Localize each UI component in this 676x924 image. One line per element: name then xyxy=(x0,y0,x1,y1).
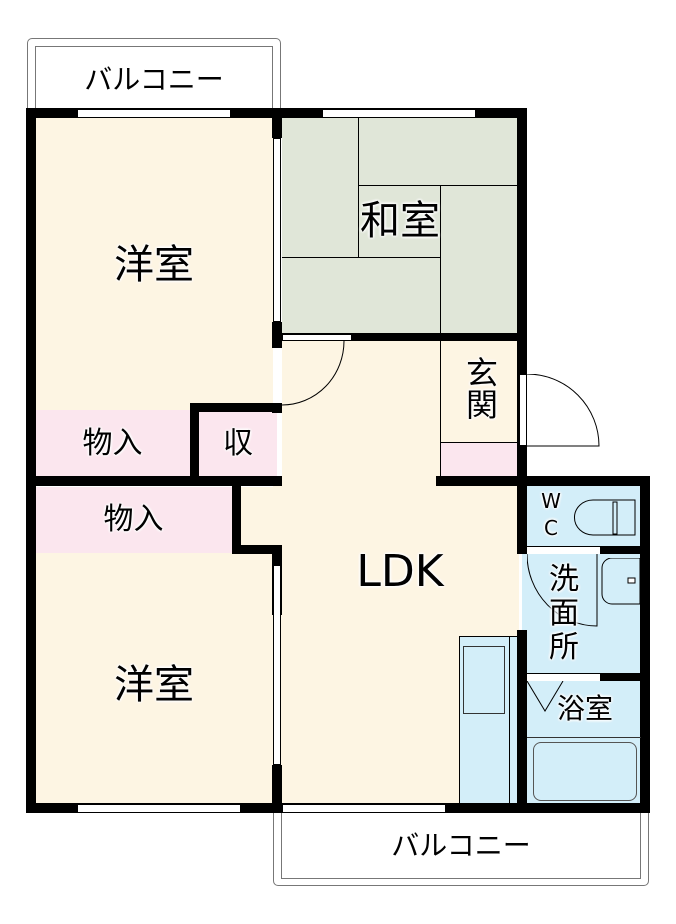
window-south-ldk xyxy=(282,804,446,813)
kitchen-counter-line xyxy=(509,637,510,805)
wall xyxy=(640,476,650,812)
storage-south xyxy=(35,487,232,553)
wall xyxy=(517,108,527,485)
bathroom-label: 浴室 xyxy=(556,692,613,725)
window-north-west xyxy=(77,109,231,118)
tatami-line xyxy=(358,118,359,258)
wall xyxy=(517,630,527,812)
western-room-north-label: 洋室 xyxy=(114,242,194,288)
wall xyxy=(517,476,527,554)
entrance-door[interactable] xyxy=(519,374,527,446)
sliding-door-japanese-ldk[interactable] xyxy=(282,334,352,341)
wall xyxy=(232,476,241,552)
tatami-line xyxy=(358,185,518,186)
toilet-label-c: C xyxy=(544,516,558,540)
storage-north xyxy=(35,410,190,476)
balcony-north xyxy=(27,38,281,126)
wall xyxy=(272,322,282,348)
washroom-label-3: 所 xyxy=(549,630,579,665)
washroom-door[interactable] xyxy=(527,547,600,554)
closet-label: 収 xyxy=(223,426,253,461)
entrance-step xyxy=(440,442,520,476)
entrance-label: 玄関 xyxy=(440,356,520,420)
balcony-south xyxy=(273,800,649,886)
wall xyxy=(26,476,282,486)
entrance-label-text: 玄関 xyxy=(461,356,499,420)
entrance-line xyxy=(440,341,441,476)
balcony-north-label: バルコニー xyxy=(84,63,224,96)
western-room-south xyxy=(35,553,273,806)
window-north-japanese xyxy=(322,109,476,118)
sliding-door-ldk-south-room[interactable] xyxy=(273,565,281,765)
closet xyxy=(199,410,277,476)
wall xyxy=(26,108,36,812)
kitchen-counter xyxy=(459,636,521,806)
toilet-icon xyxy=(574,499,636,536)
kitchen-sink xyxy=(463,646,505,714)
washroom-label-1: 洗 xyxy=(549,562,579,597)
bathtub xyxy=(533,742,637,801)
japanese-room-label: 和室 xyxy=(360,198,440,244)
wall xyxy=(190,403,199,485)
storage-south-label: 物入 xyxy=(103,502,164,537)
western-room-south-alcove xyxy=(241,487,277,549)
balcony-south-label: バルコニー xyxy=(391,829,531,862)
wall xyxy=(436,476,650,486)
storage-north-label: 物入 xyxy=(82,426,143,461)
window-south-west xyxy=(77,804,241,813)
entrance xyxy=(440,341,520,442)
wall xyxy=(190,403,280,412)
wall xyxy=(272,765,282,812)
entrance-door-swing-icon xyxy=(527,374,600,447)
tatami-line xyxy=(282,257,440,258)
wall xyxy=(232,545,282,554)
wall xyxy=(282,333,527,341)
japanese-room xyxy=(282,117,519,333)
washroom-label-2: 面 xyxy=(549,596,579,631)
wall xyxy=(272,108,282,138)
western-room-north xyxy=(35,117,273,410)
washroom-label: 洗 面 所 xyxy=(544,563,584,665)
entrance-step-line xyxy=(440,442,520,443)
toilet-label: W C xyxy=(536,488,566,542)
wash-basin-icon xyxy=(601,558,641,605)
toilet-label-w: W xyxy=(541,489,561,513)
sliding-door-japanese[interactable] xyxy=(273,138,281,322)
washroom-door-swing-icon xyxy=(527,554,598,627)
ldk-door-swing-icon xyxy=(282,341,345,406)
bathroom-divider-line xyxy=(527,737,641,738)
bathroom-door[interactable] xyxy=(527,674,600,681)
western-room-south-label: 洋室 xyxy=(114,662,194,708)
ldk-label: LDK xyxy=(356,546,444,597)
bathroom-door-swing-icon xyxy=(527,681,564,712)
tatami-line xyxy=(440,185,441,335)
